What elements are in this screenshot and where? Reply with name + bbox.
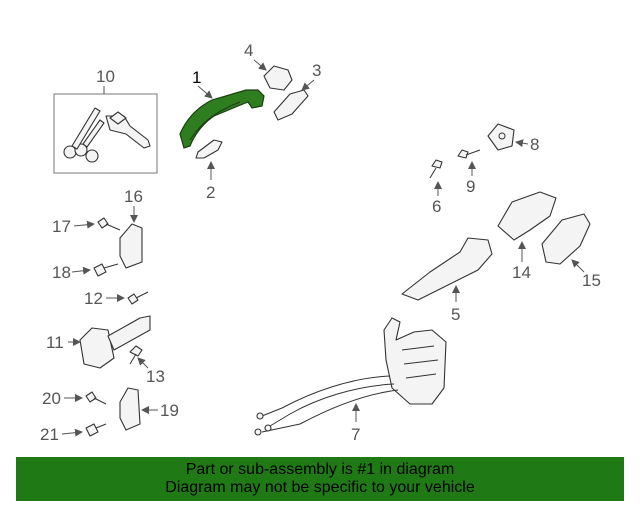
inside-handle-part-15[interactable] <box>541 213 591 265</box>
callout-2: 2 <box>206 183 215 202</box>
callout-6: 6 <box>432 197 441 216</box>
bolt-part-21[interactable] <box>85 423 107 437</box>
bolt-part-13[interactable] <box>129 345 143 365</box>
lower-hinge-part-19[interactable] <box>119 387 141 431</box>
callout-20: 20 <box>42 389 61 408</box>
callout-3: 3 <box>312 61 321 80</box>
callout-9: 9 <box>466 177 475 196</box>
callout-8: 8 <box>530 135 539 154</box>
callout-11: 11 <box>46 333 64 352</box>
callout-21: 21 <box>40 425 59 444</box>
callout-16: 16 <box>124 187 143 206</box>
callout-1: 1 <box>192 68 201 87</box>
bolt-part-18[interactable] <box>93 263 119 277</box>
info-banner: Part or sub-assembly is #1 in diagram Di… <box>16 457 624 501</box>
key-cylinder-set[interactable] <box>53 93 158 174</box>
callout-17: 17 <box>52 217 71 236</box>
callout-19: 19 <box>160 401 179 420</box>
bolt-part-20[interactable] <box>85 391 107 405</box>
bolt-part-12[interactable] <box>127 291 149 305</box>
gasket-part-3[interactable] <box>273 89 309 121</box>
callout-13: 13 <box>146 367 165 386</box>
inside-housing-part-14[interactable] <box>497 191 557 241</box>
callout-10: 10 <box>96 67 115 86</box>
callout-5: 5 <box>451 305 460 324</box>
callout-7: 7 <box>351 425 360 444</box>
callout-12: 12 <box>84 289 103 308</box>
handle-cover-part-4[interactable] <box>263 65 293 91</box>
door-checker-part-11[interactable] <box>79 315 151 369</box>
screw-part-9[interactable] <box>457 149 481 159</box>
bolt-part-17[interactable] <box>97 217 121 231</box>
handle-pad-part-2[interactable] <box>195 139 223 159</box>
banner-line-1: Part or sub-assembly is #1 in diagram <box>185 461 455 478</box>
callout-14: 14 <box>512 263 531 282</box>
outside-handle-part-1[interactable] <box>179 89 265 149</box>
striker-part-8[interactable] <box>487 123 515 151</box>
handle-body <box>179 89 265 149</box>
banner-line-2: Diagram may not be specific to your vehi… <box>165 479 475 496</box>
handle-frame-part-5[interactable] <box>401 237 493 301</box>
callout-15: 15 <box>582 271 601 290</box>
door-latch-part-7[interactable] <box>254 317 447 436</box>
parts-diagram: 10 1 2 3 4 8 9 6 14 15 5 <box>40 41 601 444</box>
callout-18: 18 <box>52 263 71 282</box>
upper-hinge-part-16[interactable] <box>119 223 143 269</box>
callout-4: 4 <box>244 41 253 60</box>
screw-part-6[interactable] <box>429 159 443 179</box>
